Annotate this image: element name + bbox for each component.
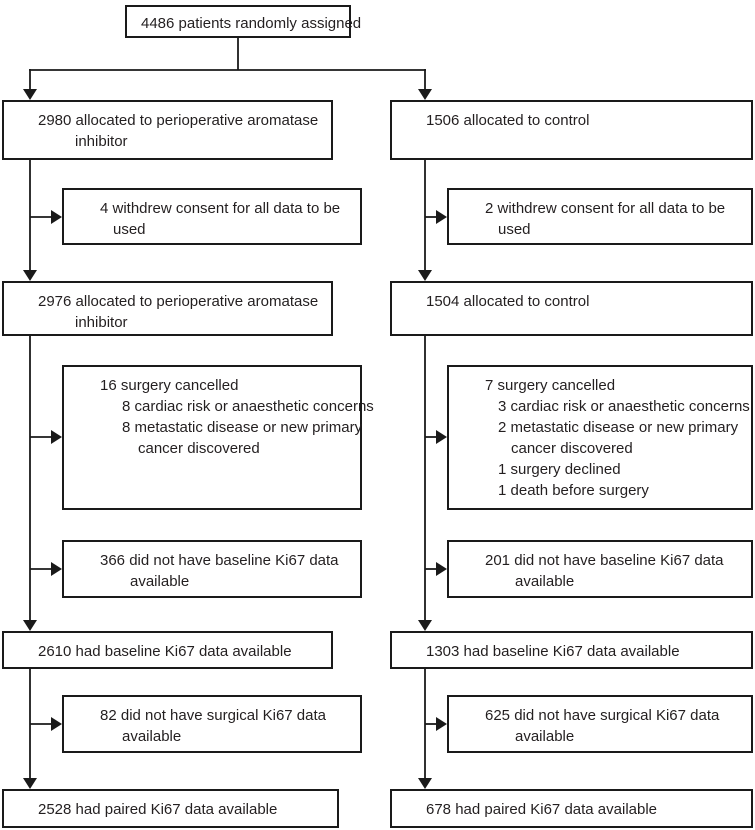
- box-left-allocated-after-withdrawal: 2976 allocated to perioperative aromatas…: [2, 281, 333, 336]
- box-right-allocated-after-withdrawal: 1504 allocated to control: [390, 281, 753, 336]
- text-line: used: [113, 221, 146, 238]
- box-right-paired-ki67-available: 678 had paired Ki67 data available: [390, 789, 753, 828]
- arrow-right-icon: [436, 717, 447, 731]
- text-line: 201 did not have baseline Ki67 data: [485, 552, 724, 569]
- text-line: 16 surgery cancelled: [100, 377, 239, 394]
- box-right-no-surgical-ki67: 625 did not have surgical Ki67 data avai…: [447, 695, 753, 753]
- text-line: 2610 had baseline Ki67 data available: [38, 643, 292, 660]
- text-line: 7 surgery cancelled: [485, 377, 616, 394]
- text-line: used: [498, 221, 531, 238]
- box-left-paired-ki67-available: 2528 had paired Ki67 data available: [2, 789, 339, 828]
- text-line: 4486 patients randomly assigned: [141, 15, 362, 32]
- text-line: 366 did not have baseline Ki67 data: [100, 552, 339, 569]
- arrow-right-icon: [436, 562, 447, 576]
- text-line: available: [515, 573, 575, 590]
- text-line: 678 had paired Ki67 data available: [426, 801, 658, 818]
- text-line: 2 withdrew consent for all data to be: [485, 200, 726, 217]
- text-line: 8 cardiac risk or anaesthetic concerns: [122, 398, 374, 415]
- text-line: 8 metastatic disease or new primary: [122, 419, 363, 436]
- box-right-surgery-cancelled: 7 surgery cancelled 3 cardiac risk or an…: [447, 365, 753, 510]
- box-randomly-assigned: 4486 patients randomly assigned: [125, 5, 362, 38]
- text-line: available: [515, 728, 575, 745]
- arrow-right-icon: [51, 562, 62, 576]
- text-line: cancer discovered: [511, 440, 633, 457]
- arrow-right-icon: [51, 210, 62, 224]
- text-line: 2 metastatic disease or new primary: [498, 419, 739, 436]
- arrow-down-icon: [418, 778, 432, 789]
- text-line: available: [130, 573, 190, 590]
- arrow-down-icon: [23, 270, 37, 281]
- text-line: 2976 allocated to perioperative aromatas…: [38, 293, 319, 310]
- box-left-no-baseline-ki67: 366 did not have baseline Ki67 data avai…: [62, 540, 362, 598]
- text-line: 2980 allocated to perioperative aromatas…: [38, 112, 319, 129]
- text-line: 4 withdrew consent for all data to be: [100, 200, 341, 217]
- arrow-down-icon: [23, 620, 37, 631]
- box-left-no-surgical-ki67: 82 did not have surgical Ki67 data avail…: [62, 695, 362, 753]
- arrow-right-icon: [436, 210, 447, 224]
- text-line: inhibitor: [75, 314, 128, 331]
- text-line: 82 did not have surgical Ki67 data: [100, 707, 326, 724]
- arrow-down-icon: [23, 778, 37, 789]
- arrow-down-icon: [418, 620, 432, 631]
- text-line: 2528 had paired Ki67 data available: [38, 801, 278, 818]
- text-line: 1504 allocated to control: [426, 293, 590, 310]
- arrow-down-icon: [418, 270, 432, 281]
- box-left-allocated: 2980 allocated to perioperative aromatas…: [2, 100, 333, 160]
- arrow-right-icon: [51, 430, 62, 444]
- text-line: 1 death before surgery: [498, 482, 649, 499]
- text-line: 1 surgery declined: [498, 461, 621, 478]
- text-line: 1506 allocated to control: [426, 112, 590, 129]
- text-line: cancer discovered: [138, 440, 260, 457]
- text-line: inhibitor: [75, 133, 128, 150]
- text-line: 1303 had baseline Ki67 data available: [426, 643, 680, 660]
- box-right-withdrew-consent: 2 withdrew consent for all data to be us…: [447, 188, 753, 245]
- box-right-allocated-control: 1506 allocated to control: [390, 100, 753, 160]
- arrow-right-icon: [51, 717, 62, 731]
- box-left-withdrew-consent: 4 withdrew consent for all data to be us…: [62, 188, 362, 245]
- text-line: 625 did not have surgical Ki67 data: [485, 707, 720, 724]
- box-right-baseline-ki67-available: 1303 had baseline Ki67 data available: [390, 631, 753, 669]
- text-line: available: [122, 728, 182, 745]
- arrow-right-icon: [436, 430, 447, 444]
- arrow-down-icon: [23, 89, 37, 100]
- box-right-no-baseline-ki67: 201 did not have baseline Ki67 data avai…: [447, 540, 753, 598]
- box-left-baseline-ki67-available: 2610 had baseline Ki67 data available: [2, 631, 333, 669]
- text-line: 3 cardiac risk or anaesthetic concerns: [498, 398, 750, 415]
- box-left-surgery-cancelled: 16 surgery cancelled 8 cardiac risk or a…: [62, 365, 374, 510]
- arrow-down-icon: [418, 89, 432, 100]
